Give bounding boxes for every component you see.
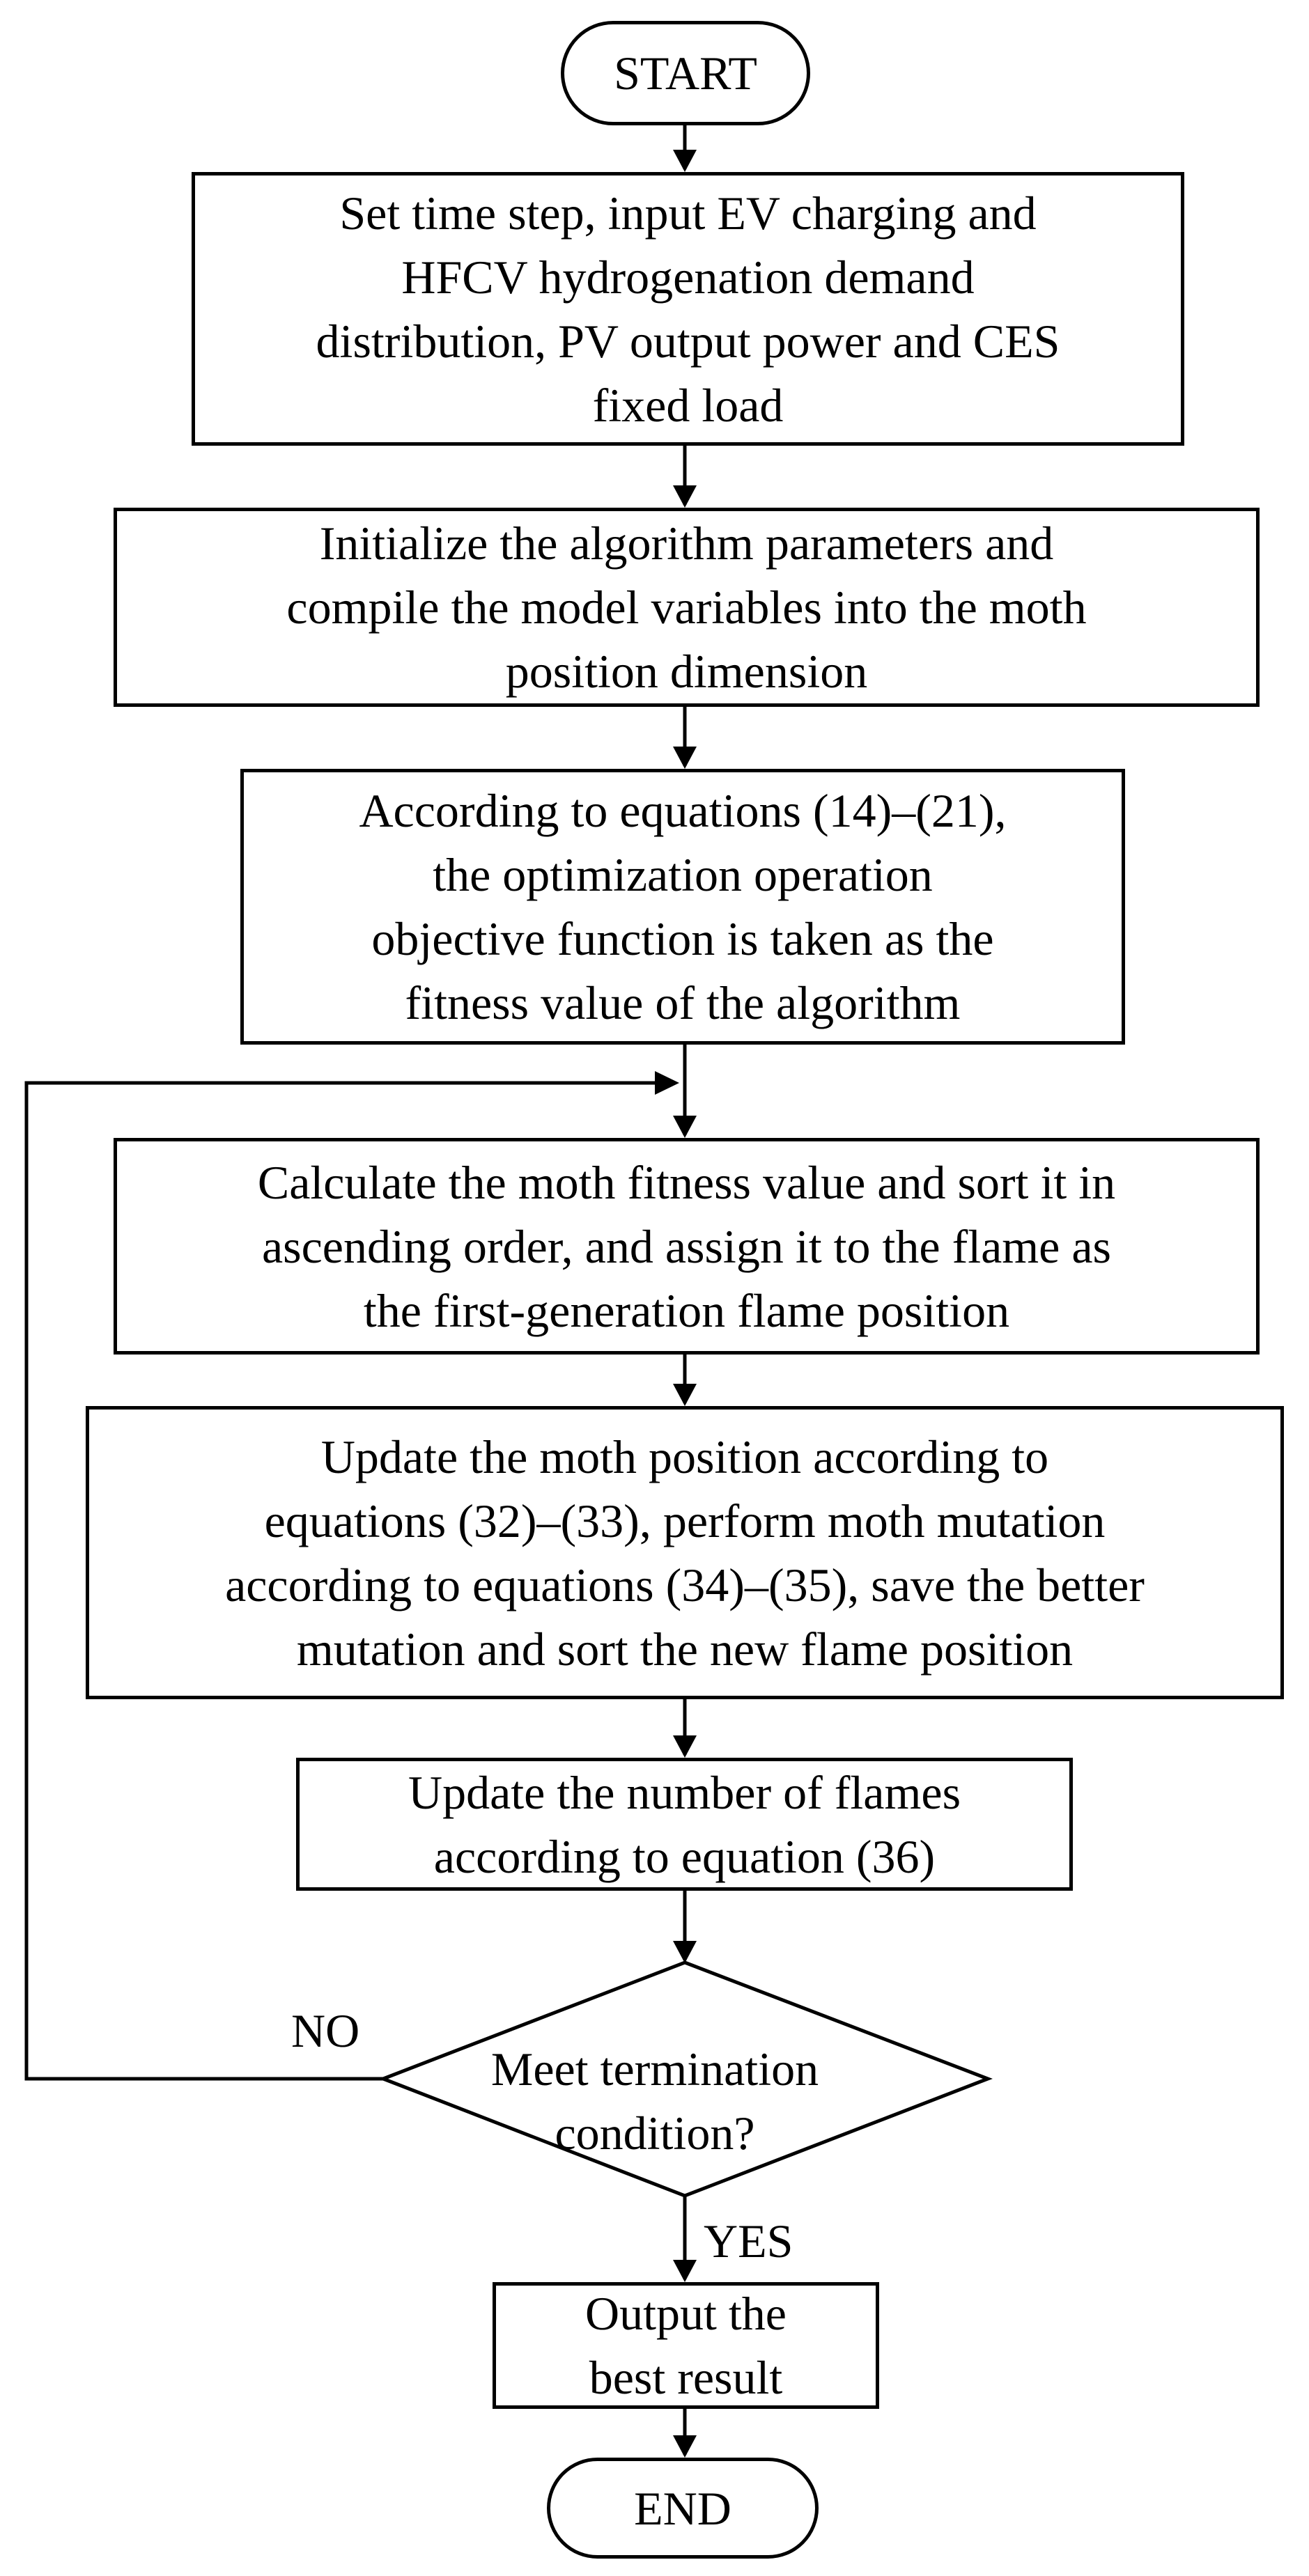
output-box: Output the best result bbox=[493, 2282, 879, 2409]
end-terminal: END bbox=[547, 2458, 819, 2559]
output-text: Output the best result bbox=[585, 2287, 787, 2404]
arrowhead-step4-to-step5 bbox=[673, 1384, 697, 1406]
step-set-inputs-text: Set time step, input EV charging and HFC… bbox=[316, 186, 1060, 432]
step-initialize-text: Initialize the algorithm parameters and … bbox=[286, 517, 1087, 698]
arrowhead-step1-to-step2 bbox=[673, 485, 697, 508]
start-terminal: START bbox=[561, 21, 810, 125]
no-loop-line bbox=[24, 1081, 669, 2081]
arrowhead-step2-to-step3 bbox=[673, 747, 697, 769]
no-label: NO bbox=[291, 2004, 360, 2057]
arrowhead-output-to-end bbox=[673, 2435, 697, 2458]
arrowhead-start-to-step1 bbox=[673, 150, 697, 172]
end-label: END bbox=[634, 2481, 731, 2535]
step-update-moth-position-text: Update the moth position according to eq… bbox=[225, 1430, 1145, 1676]
step-objective-function-text: According to equations (14)–(21), the op… bbox=[359, 784, 1007, 1029]
step-update-flames: Update the number of flames according to… bbox=[296, 1758, 1073, 1891]
step-initialize: Initialize the algorithm parameters and … bbox=[114, 508, 1260, 707]
arrowhead-step6-to-decision bbox=[673, 1941, 697, 1963]
decision-text: Meet termination condition? bbox=[490, 2043, 819, 2160]
step-update-flames-text: Update the number of flames according to… bbox=[408, 1765, 961, 1883]
arrowhead-no-loop bbox=[655, 1071, 679, 1095]
arrowhead-decision-to-output bbox=[673, 2260, 697, 2282]
yes-label: YES bbox=[704, 2215, 793, 2267]
step-objective-function: According to equations (14)–(21), the op… bbox=[240, 769, 1125, 1045]
start-label: START bbox=[614, 47, 757, 100]
step-calculate-fitness: Calculate the moth fitness value and sor… bbox=[114, 1138, 1260, 1355]
step-calculate-fitness-text: Calculate the moth fitness value and sor… bbox=[257, 1155, 1116, 1337]
arrowhead-step3-to-step4 bbox=[673, 1116, 697, 1138]
step-update-moth-position: Update the moth position according to eq… bbox=[86, 1406, 1284, 1699]
arrowhead-step5-to-step6 bbox=[673, 1735, 697, 1758]
step-set-inputs: Set time step, input EV charging and HFC… bbox=[192, 172, 1184, 446]
